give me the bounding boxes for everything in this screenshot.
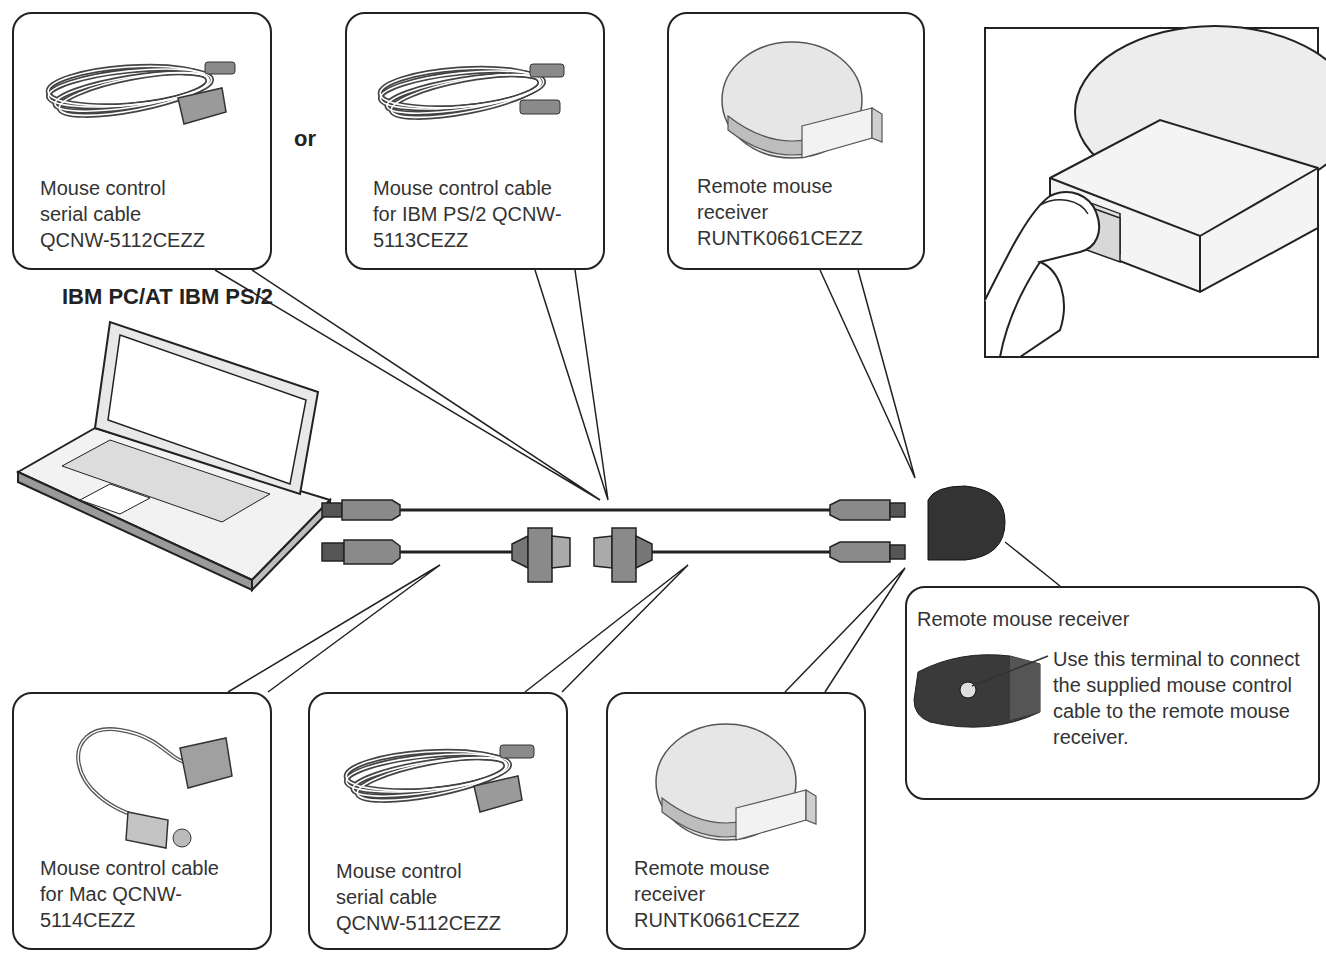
callout-text: Mouse control serial cable QCNW-5112CEZZ [40,175,216,253]
computer-label: IBM PC/AT IBM PS/2 [62,284,273,310]
callout-text: Mouse control cable for Mac QCNW-5114CEZ… [40,855,245,933]
callout-box: Remote mouse receiverUse this terminal t… [905,586,1320,800]
callout-text: Remote mouse receiver RUNTK0661CEZZ [697,173,873,251]
callout-text: Remote mouse receiver RUNTK0661CEZZ [634,855,810,933]
receiver-drawing [928,486,1005,560]
callout-box: Remote mouse receiver RUNTK0661CEZZ [606,692,866,950]
db9-plug [178,88,226,124]
laptop [18,322,330,590]
callout-box: Remote mouse receiver RUNTK0661CEZZ [667,12,925,270]
callout-text: Mouse control cable for IBM PS/2 QCNW-51… [373,175,578,253]
callout-text: Remote mouse receiver [917,606,1307,632]
callout-text: Mouse control serial cable QCNW-5112CEZZ [336,858,512,936]
cable-set [322,500,905,582]
or-note: or [294,126,316,152]
callout-box: Mouse control cable for IBM PS/2 QCNW-51… [345,12,605,270]
callout-box: Mouse control cable for Mac QCNW-5114CEZ… [12,692,272,950]
callout-body: Use this terminal to connect the supplie… [1053,646,1311,750]
callout-box: Mouse control serial cable QCNW-5112CEZZ [12,12,272,270]
callout-box: Mouse control serial cable QCNW-5112CEZZ [308,692,568,950]
